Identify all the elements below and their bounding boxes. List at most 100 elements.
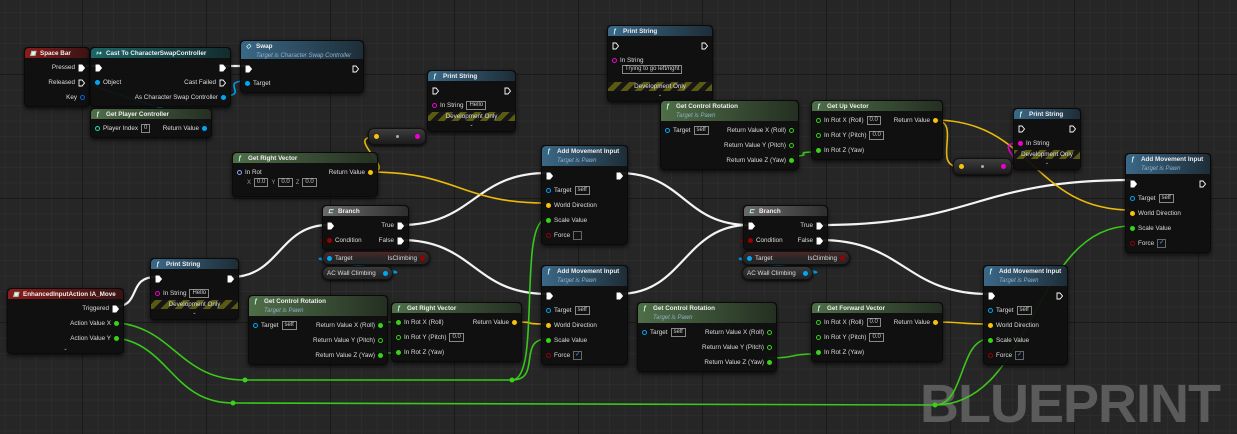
exec-pin-icon[interactable] bbox=[748, 222, 755, 230]
output-pin[interactable]: As Character Swap Controller bbox=[135, 94, 226, 101]
exec-pin-icon[interactable] bbox=[816, 222, 823, 230]
pin-default-value[interactable]: 0.0 bbox=[866, 116, 881, 125]
input-pin[interactable]: In String bbox=[612, 57, 643, 64]
is-climbing-pin[interactable]: IsClimbing bbox=[388, 255, 425, 262]
object-pin-icon[interactable] bbox=[383, 270, 388, 276]
pin-default-value[interactable]: self bbox=[574, 186, 590, 195]
output-pin[interactable]: Triggered bbox=[82, 305, 119, 313]
output-pin[interactable]: Return Value X (Roll) bbox=[705, 329, 772, 336]
float-pin-icon[interactable] bbox=[114, 336, 119, 341]
node-header[interactable]: ▣EnhancedInputAction IA_Move bbox=[8, 289, 123, 299]
output-pin[interactable]: Return Value bbox=[894, 117, 938, 124]
output-pin[interactable] bbox=[1056, 292, 1063, 300]
input-pin[interactable]: In Rot X (Roll) bbox=[396, 319, 444, 326]
input-pin[interactable] bbox=[245, 65, 252, 73]
output-pin[interactable]: Return Value Z (Yaw) bbox=[315, 352, 383, 359]
output-pin[interactable]: Return Value Y (Pitch) bbox=[724, 142, 794, 149]
object-pin-icon[interactable] bbox=[747, 255, 752, 261]
conversion-node-vector-to-string-2[interactable] bbox=[953, 158, 1012, 175]
object-wire[interactable] bbox=[318, 257, 398, 274]
bool-pin-icon[interactable] bbox=[840, 255, 845, 261]
vector-pin-icon[interactable] bbox=[546, 203, 551, 208]
vector-pin-icon[interactable] bbox=[512, 320, 517, 325]
object-pin-icon[interactable] bbox=[988, 308, 993, 313]
vector-pin-icon[interactable] bbox=[1130, 211, 1135, 216]
input-pin[interactable] bbox=[95, 64, 102, 72]
exec-pin-icon[interactable] bbox=[1130, 180, 1137, 188]
pin-default-value[interactable]: self bbox=[1158, 194, 1174, 203]
output-pin[interactable] bbox=[701, 42, 708, 50]
float-pin-icon[interactable] bbox=[396, 335, 401, 340]
exec-wire[interactable] bbox=[618, 223, 750, 296]
object-pin-icon[interactable] bbox=[202, 126, 207, 131]
input-pin[interactable]: In Rot Z (Yaw) bbox=[396, 349, 444, 356]
exec-pin-icon[interactable] bbox=[227, 275, 234, 283]
output-pin[interactable] bbox=[616, 172, 623, 180]
object-pin-icon[interactable] bbox=[546, 188, 551, 193]
exec-pin-icon[interactable] bbox=[988, 292, 995, 300]
vector-pin-icon[interactable] bbox=[368, 170, 373, 175]
target-pin[interactable]: Target bbox=[747, 255, 773, 262]
input-pin[interactable] bbox=[612, 42, 619, 50]
node-header[interactable]: ⊏Branch bbox=[323, 206, 408, 216]
exec-pin-icon[interactable] bbox=[155, 275, 162, 283]
float-pin-icon[interactable] bbox=[378, 353, 383, 358]
node-header[interactable]: ↦Cast To CharacterSwapController bbox=[91, 48, 230, 58]
input-pin[interactable]: Scale Value bbox=[1130, 225, 1171, 232]
output-pin[interactable]: Return Value Z (Yaw) bbox=[726, 157, 794, 164]
input-pin[interactable]: Force✓ bbox=[1130, 239, 1167, 248]
int-pin-icon[interactable] bbox=[95, 126, 100, 131]
expand-chevron-icon[interactable]: ⌄ bbox=[63, 346, 68, 352]
input-pin[interactable]: Scale Value bbox=[546, 217, 587, 224]
input-pin[interactable]: Scale Value bbox=[988, 337, 1029, 344]
object-pin-icon[interactable] bbox=[253, 323, 258, 328]
exec-pin-icon[interactable] bbox=[616, 172, 623, 180]
key-pin-icon[interactable] bbox=[80, 95, 85, 100]
input-pin[interactable]: In Rot bbox=[237, 169, 262, 176]
vector-pin-icon[interactable] bbox=[959, 164, 964, 169]
float-pin-icon[interactable] bbox=[816, 320, 821, 325]
string-pin-icon[interactable] bbox=[1018, 141, 1023, 146]
input-pin[interactable]: World Direction bbox=[546, 322, 597, 329]
float-wire[interactable] bbox=[511, 218, 548, 381]
exec-pin-icon[interactable] bbox=[432, 87, 439, 95]
input-pin[interactable]: In Rot Z (Yaw) bbox=[816, 349, 864, 356]
float-wire[interactable] bbox=[104, 321, 246, 381]
float-pin-icon[interactable] bbox=[1130, 226, 1135, 231]
input-pin[interactable] bbox=[1018, 125, 1025, 133]
pin-default-value[interactable]: 0.0 bbox=[866, 318, 881, 327]
input-pin[interactable] bbox=[546, 292, 553, 300]
float-pin-icon[interactable] bbox=[816, 350, 821, 355]
input-pin[interactable]: In Rot Z (Yaw) bbox=[816, 147, 864, 154]
exec-pin-icon[interactable] bbox=[78, 79, 85, 87]
float-pin-icon[interactable] bbox=[396, 320, 401, 325]
pin-default-value[interactable]: 0 bbox=[141, 124, 151, 133]
pin-default-value[interactable]: self bbox=[693, 126, 709, 135]
input-pin[interactable] bbox=[432, 87, 439, 95]
float-pin-icon[interactable] bbox=[789, 143, 794, 148]
object-pin-icon[interactable] bbox=[327, 255, 332, 261]
pin-default-value[interactable]: self bbox=[574, 306, 590, 315]
float-wire[interactable] bbox=[934, 338, 990, 406]
output-pin[interactable]: False bbox=[798, 237, 823, 245]
expand-chevron-icon[interactable]: ⌄ bbox=[469, 122, 474, 128]
output-pin[interactable]: True bbox=[381, 222, 404, 230]
in-string-value[interactable]: Trying to go left/right bbox=[622, 65, 683, 74]
pin-default-value[interactable]: 0.0 bbox=[449, 333, 464, 342]
